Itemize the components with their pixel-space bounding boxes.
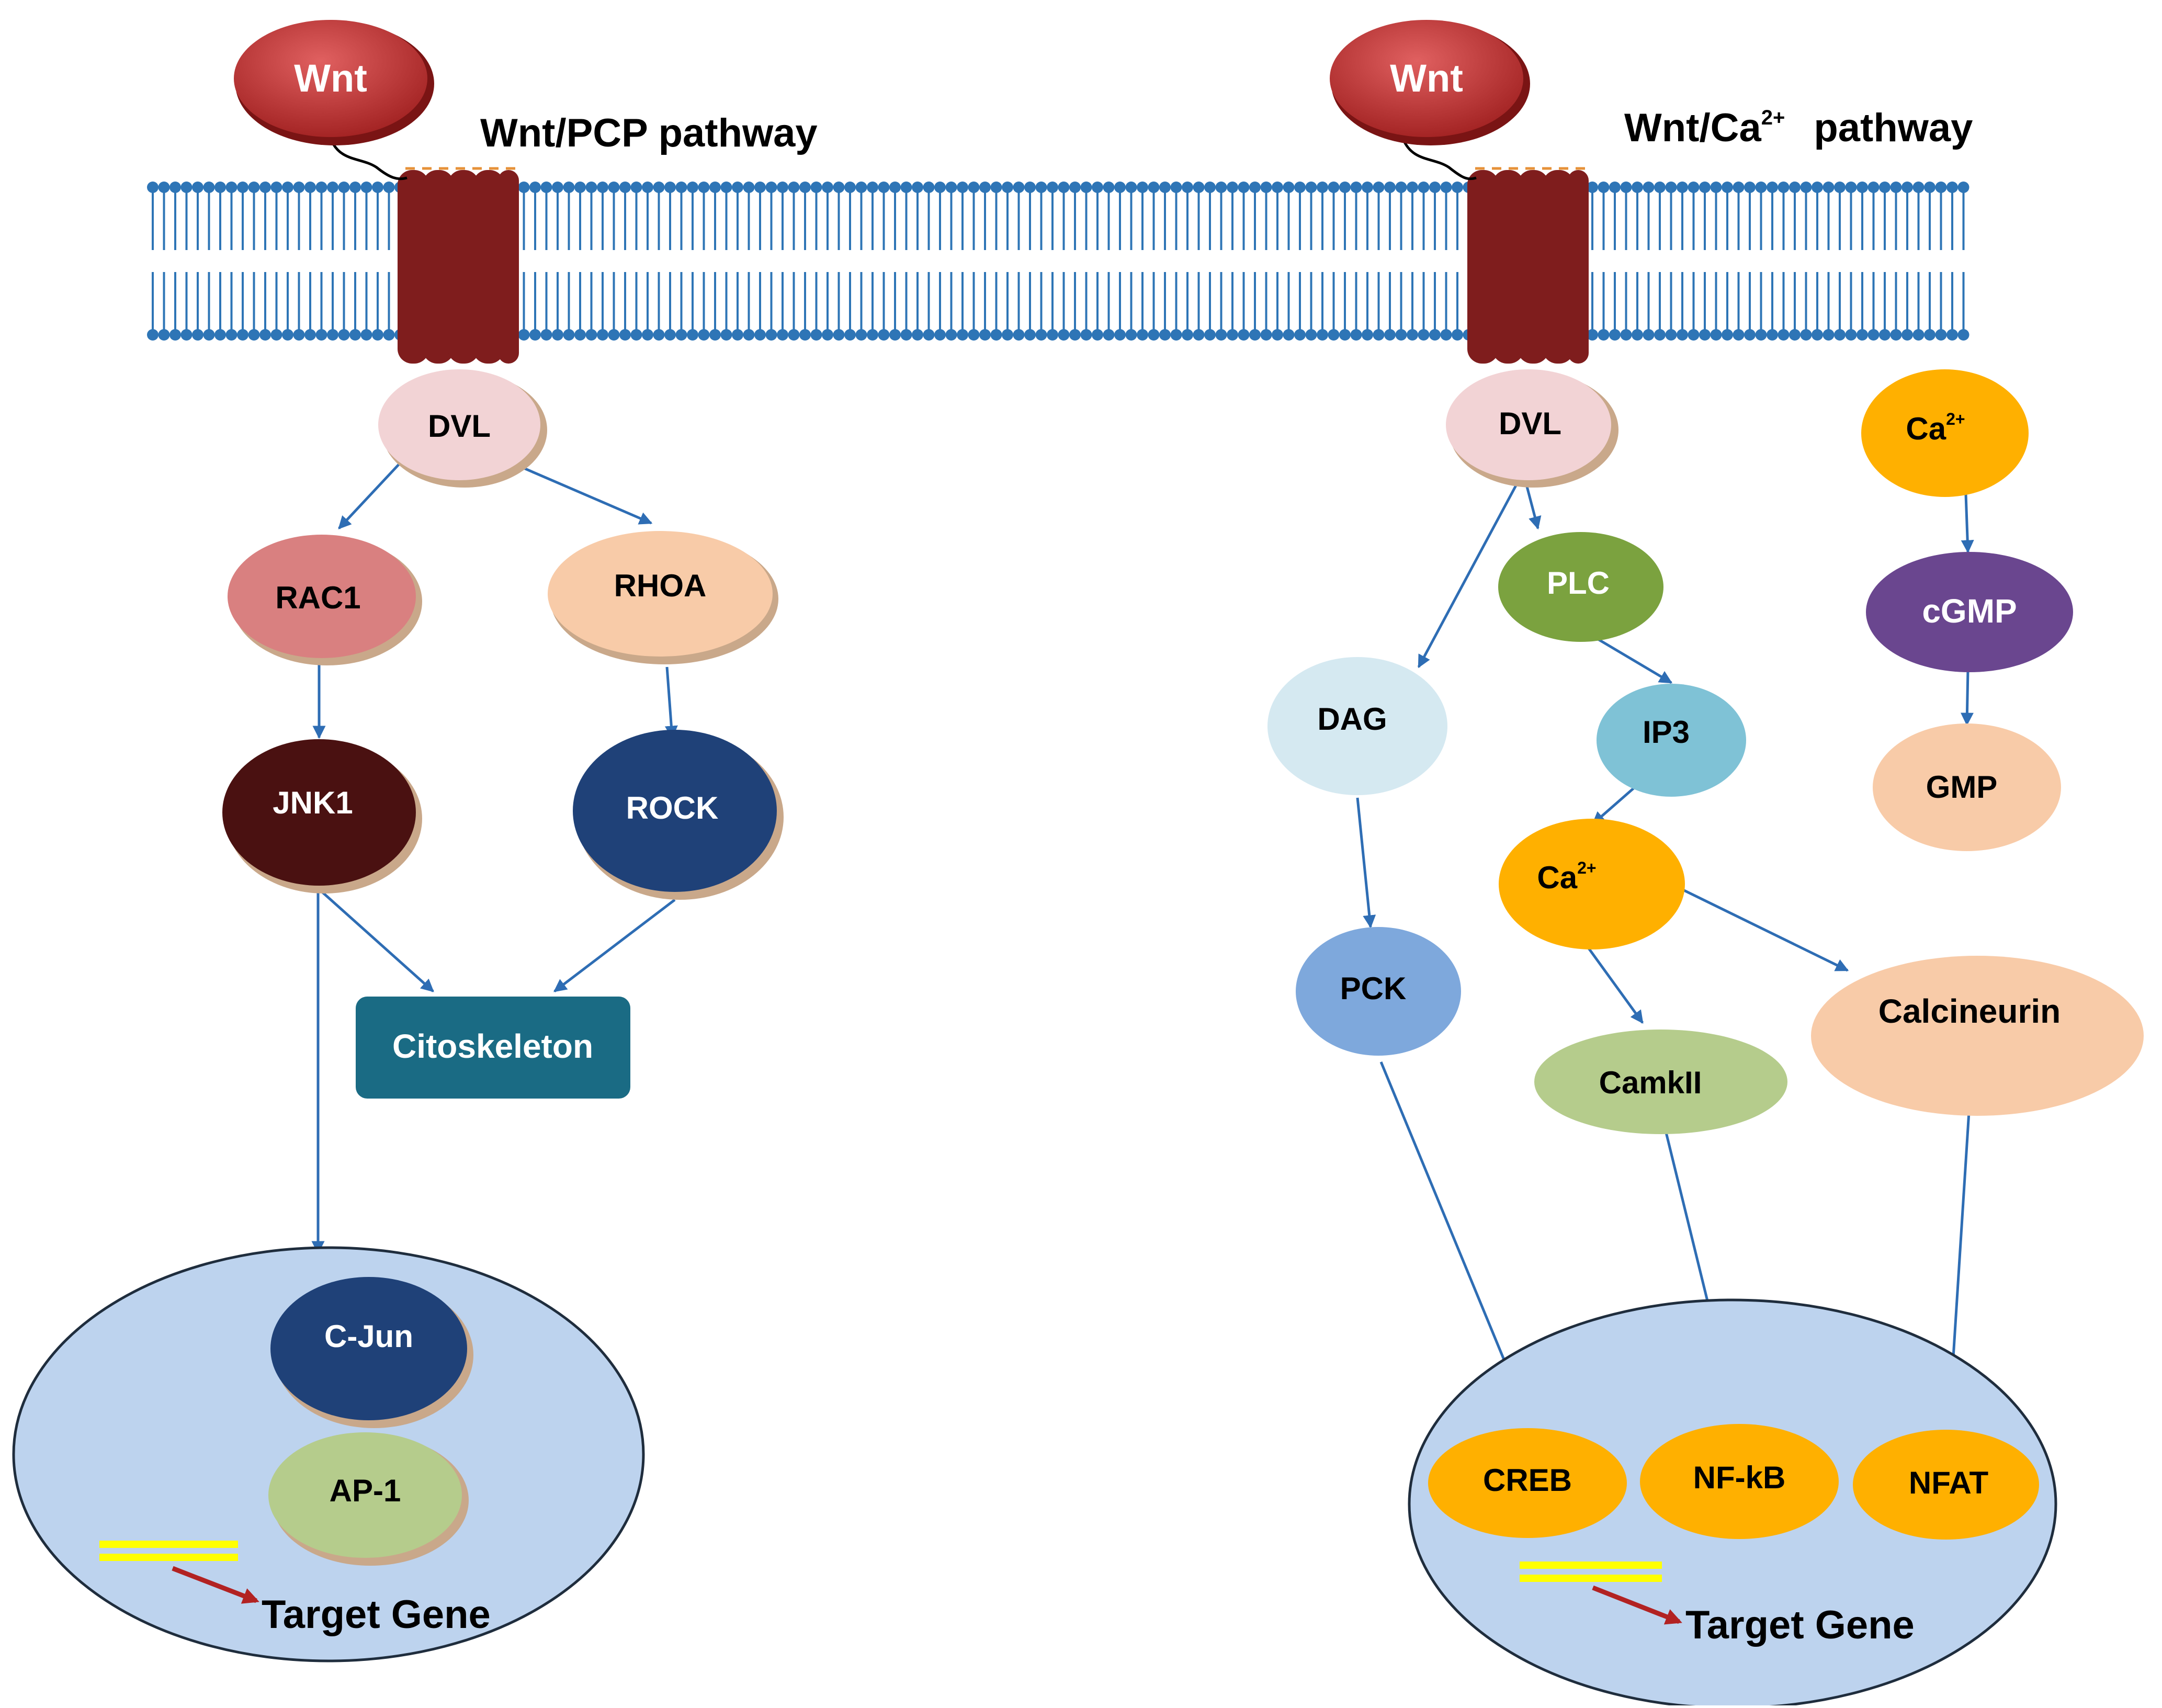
node-rock: ROCK	[573, 730, 784, 900]
arrow-ip3-ca	[1592, 786, 1636, 825]
dvl-label-pcp: DVL	[428, 409, 491, 444]
arrow-cgmp-gmp	[1960, 669, 1974, 726]
node-rac1: RAC1	[228, 535, 422, 665]
arrow-jnk1-cytoskeleton	[318, 888, 434, 992]
node-dag: DAG	[1267, 657, 1447, 795]
node-rhoa: RHOA	[548, 531, 778, 664]
dag-label: DAG	[1317, 702, 1387, 737]
dna-strand-pcp	[99, 1541, 238, 1548]
creb-label: CREB	[1483, 1463, 1572, 1498]
pcp-pathway-title: Wnt/PCP pathway	[480, 111, 818, 155]
ap1-label: AP-1	[330, 1473, 401, 1508]
node-creb: CREB	[1428, 1428, 1627, 1538]
nfkb-label: NF-kB	[1693, 1460, 1786, 1495]
node-nfkb: NF-kB	[1640, 1424, 1839, 1539]
wnt-ligand-pcp: Wnt	[234, 20, 434, 180]
receptor-ca	[1467, 167, 1589, 364]
arrow-dvl-dag	[1417, 478, 1521, 669]
target-gene-ca: Target Gene	[1520, 1562, 1915, 1647]
target-gene-label-pcp: Target Gene	[262, 1592, 491, 1637]
jnk1-label: JNK1	[273, 785, 353, 820]
ca-title-superscript: 2+	[1761, 106, 1785, 129]
calcium-side-superscript: 2+	[1946, 410, 1965, 428]
calcium-side-label: Ca2+	[1906, 410, 1965, 446]
arrow-ca2-cgmp	[1961, 494, 1974, 553]
nfat-label: NFAT	[1909, 1465, 1988, 1500]
arrow-ca-calcineurin	[1676, 885, 1849, 972]
node-calcium-side: Ca2+	[1861, 369, 2029, 497]
ca-title-prefix: Wnt/Ca	[1624, 106, 1761, 150]
node-pck: PCK	[1296, 927, 1461, 1056]
arrow-dvl-rac1	[338, 462, 401, 529]
target-gene-arrow-ca	[1592, 1585, 1682, 1625]
calcium-label: Ca2+	[1537, 858, 1596, 895]
pck-label: PCK	[1340, 971, 1407, 1006]
arrow-dvl-rhoa	[517, 464, 653, 525]
arrow-rhoa-rock	[664, 666, 678, 739]
camkii-label: CamkII	[1599, 1065, 1702, 1100]
node-cytoskeleton: Citoskeleton	[356, 997, 630, 1099]
cjun-label: C-Jun	[324, 1319, 413, 1354]
wnt-ligand-ca: Wnt	[1330, 20, 1530, 180]
target-gene-label-ca: Target Gene	[1685, 1603, 1915, 1647]
pcp-arrows	[311, 462, 678, 1254]
node-jnk1: JNK1	[222, 739, 422, 893]
node-dvl-pcp: DVL	[378, 369, 547, 488]
dna-strand-ca	[1520, 1562, 1662, 1569]
node-cgmp: cGMP	[1866, 552, 2073, 672]
cytoskeleton-label: Citoskeleton	[392, 1027, 593, 1065]
rhoa-label: RHOA	[614, 568, 707, 603]
cgmp-label: cGMP	[1922, 592, 2017, 630]
arrow-rock-cytoskeleton	[553, 899, 676, 992]
node-camkii: CamkII	[1534, 1030, 1787, 1134]
node-calcineurin: Calcineurin	[1811, 956, 2144, 1116]
node-nfat: NFAT	[1853, 1430, 2039, 1540]
calcium-text: Ca	[1537, 860, 1577, 895]
rock-label: ROCK	[626, 790, 719, 825]
arrow-ca-camkii	[1586, 946, 1644, 1024]
node-ap1: AP-1	[268, 1432, 469, 1566]
calcium-superscript: 2+	[1577, 858, 1596, 877]
gmp-label: GMP	[1926, 770, 1998, 805]
wnt-label-pcp: Wnt	[294, 56, 367, 100]
node-ip3: IP3	[1597, 684, 1746, 797]
node-cjun: C-Jun	[270, 1277, 473, 1428]
ca-title-suffix: pathway	[1814, 106, 1973, 150]
rac1-label: RAC1	[275, 580, 360, 615]
target-gene-pcp: Target Gene	[99, 1541, 491, 1637]
receptor-pcp	[398, 167, 519, 364]
target-gene-arrow-pcp	[172, 1566, 259, 1604]
ca-pathway-title: Wnt/Ca2+ pathway	[1624, 106, 1973, 150]
node-plc: PLC	[1498, 532, 1663, 642]
dvl-label-ca: DVL	[1499, 406, 1561, 441]
node-calcium: Ca2+	[1499, 819, 1685, 949]
plc-label: PLC	[1547, 565, 1610, 601]
arrow-dag-pck	[1356, 797, 1376, 929]
arrow-plc-ip3	[1597, 638, 1673, 684]
calcium-side-text: Ca	[1906, 411, 1946, 446]
node-gmp: GMP	[1873, 723, 2061, 851]
calcineurin-label: Calcineurin	[1878, 992, 2061, 1030]
ip3-label: IP3	[1643, 715, 1690, 750]
wnt-label-ca: Wnt	[1390, 56, 1463, 100]
node-dvl-ca: DVL	[1446, 369, 1618, 488]
